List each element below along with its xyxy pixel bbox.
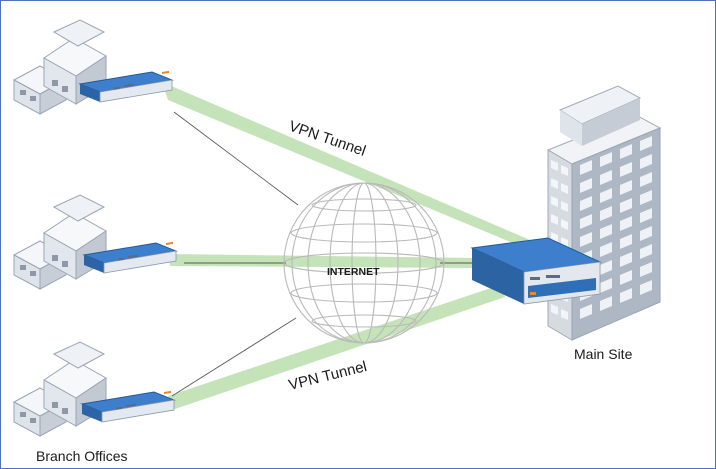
internet-globe-icon (283, 182, 445, 344)
tower-window (640, 226, 652, 241)
tower-window (600, 242, 612, 257)
tower-window (620, 288, 632, 303)
branch-building-icon (13, 19, 107, 115)
tower-window (600, 260, 612, 275)
tower-window (580, 178, 592, 193)
tower-window (640, 280, 652, 295)
tower-window (561, 165, 568, 176)
branch-office-middle (13, 194, 177, 290)
tower-window (561, 219, 568, 230)
tower-window (600, 170, 612, 185)
tower-window (620, 252, 632, 267)
tower-window (580, 160, 592, 175)
tower-window (600, 296, 612, 311)
vpn-tunnel-lower (168, 285, 505, 410)
tower-window (640, 136, 652, 151)
branch-line-lower (171, 317, 297, 397)
tower-window (600, 278, 612, 293)
tower-window (551, 196, 558, 207)
tower-window (600, 152, 612, 167)
branch-offices-label: Branch Offices (36, 448, 128, 464)
branch-office-bottom (13, 341, 175, 437)
tower-window (640, 172, 652, 187)
tower-building-icon (546, 85, 662, 341)
tower-window (580, 196, 592, 211)
branch-line-upper (173, 111, 299, 206)
tower-window (640, 154, 652, 169)
tower-window (620, 198, 632, 213)
vpn-tunnel-upper (162, 82, 530, 248)
main-site-label: Main Site (574, 346, 633, 362)
tower-window (620, 234, 632, 249)
tower-window (580, 232, 592, 247)
tower-window (620, 144, 632, 159)
tower-window (551, 304, 558, 315)
tower-window (551, 214, 558, 225)
branch-building-icon (13, 341, 107, 437)
tower-window (620, 216, 632, 231)
tower-window (561, 183, 568, 194)
tower-window (580, 304, 592, 319)
vpn-tunnel-middle (170, 254, 480, 268)
tower-window (561, 201, 568, 212)
tower-window (640, 208, 652, 223)
tower-window (551, 178, 558, 189)
branch-building-icon (13, 194, 107, 290)
tower-window (620, 270, 632, 285)
tower-window (620, 180, 632, 195)
internet-label: INTERNET (327, 266, 380, 278)
tower-window (620, 162, 632, 177)
tower-window (600, 224, 612, 239)
tower-window (551, 160, 558, 171)
branch-office-top (13, 19, 173, 115)
tower-window (561, 309, 568, 320)
tower-window (640, 262, 652, 277)
tower-window (640, 190, 652, 205)
tower-window (580, 214, 592, 229)
tower-window (600, 206, 612, 221)
tower-window (640, 244, 652, 259)
tower-window (600, 188, 612, 203)
firewall-appliance-icon-main (470, 237, 602, 305)
